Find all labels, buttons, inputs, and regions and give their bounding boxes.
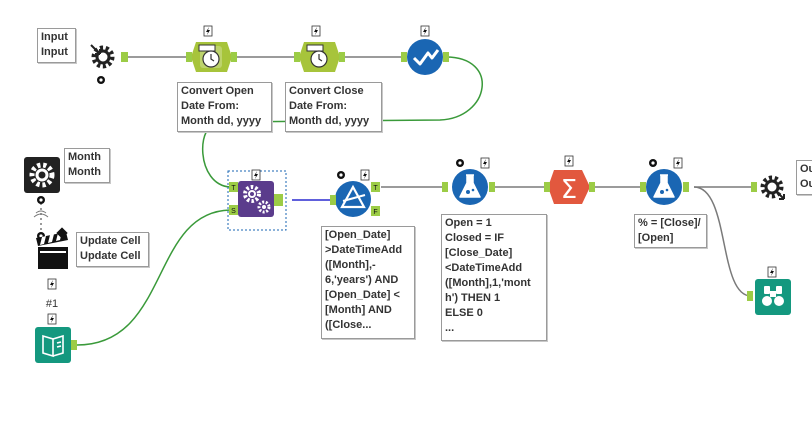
input-anchor-s[interactable]	[229, 205, 238, 215]
clapperboard-icon	[36, 227, 68, 269]
bolt-icon	[420, 25, 430, 37]
datetime-tool-convert-close[interactable]	[294, 25, 345, 72]
output-anchor[interactable]	[443, 52, 449, 62]
input-annotation: Input Input	[37, 28, 76, 63]
bolt-icon	[47, 278, 57, 290]
convert-open-annotation: Convert Open Date From: Month dd, yyyy	[177, 82, 272, 132]
output-anchor[interactable]	[589, 182, 595, 192]
q-badge-icon	[649, 159, 657, 167]
filter-tool[interactable]: T F	[330, 169, 380, 217]
bolt-icon	[673, 157, 683, 169]
bolt-icon	[360, 169, 370, 181]
formula-expression-annotation: Open = 1 Closed = IF [Close_Date] <DateT…	[441, 214, 547, 341]
gears-icon	[243, 185, 271, 214]
checkmark-icon	[412, 49, 440, 66]
gear-icon	[760, 175, 785, 200]
input-data-tool[interactable]	[86, 40, 128, 84]
bolt-icon	[311, 25, 321, 37]
q-badge-icon	[97, 76, 105, 84]
anchor-label-s: S	[231, 208, 236, 215]
select-tool[interactable]	[401, 25, 449, 75]
output-data-tool[interactable]	[751, 175, 785, 200]
q-badge-icon	[337, 171, 345, 179]
bolt-icon	[47, 313, 57, 325]
formula-tool-2[interactable]	[640, 157, 689, 205]
q-badge-icon	[37, 196, 45, 204]
input-anchor[interactable]	[294, 52, 300, 62]
input-anchor[interactable]	[640, 182, 646, 192]
input-anchor[interactable]	[186, 52, 192, 62]
input-anchor-t[interactable]	[229, 182, 238, 192]
binoculars-icon	[762, 286, 784, 306]
output-anchor[interactable]	[339, 52, 345, 62]
gear-icon	[90, 44, 115, 69]
output-anchor-false[interactable]	[371, 206, 380, 216]
q-badge-icon	[456, 159, 464, 167]
input-anchor[interactable]	[747, 291, 753, 301]
bolt-icon	[564, 155, 574, 167]
flask-icon	[459, 174, 481, 198]
input-anchor[interactable]	[751, 182, 757, 192]
browse-tool[interactable]	[747, 266, 791, 315]
lightning-connector-icon	[33, 210, 49, 218]
calendar-clock-icon	[306, 44, 328, 68]
connection-input-file-to-macro-s[interactable]	[76, 209, 231, 346]
bolt-icon	[480, 157, 490, 169]
output-anchor-true[interactable]	[371, 182, 380, 192]
output-anchor[interactable]	[683, 182, 689, 192]
input-anchor[interactable]	[442, 182, 448, 192]
formula2-expression-annotation: % = [Close]/ [Open]	[634, 214, 707, 248]
gear-icon	[29, 162, 55, 188]
bolt-icon	[767, 266, 777, 278]
input-file-tool[interactable]	[35, 327, 77, 363]
connection-select-to-macro-t[interactable]	[202, 56, 483, 188]
anchor-label-t: T	[231, 185, 236, 192]
anchor-label-t: T	[373, 185, 378, 192]
output-anchor[interactable]	[231, 52, 237, 62]
output-anchor[interactable]	[121, 52, 128, 62]
book-icon	[42, 334, 64, 358]
sigma-icon: Σ	[561, 175, 577, 205]
summarize-tool[interactable]: Σ	[544, 155, 595, 205]
filter-expression-annotation: [Open_Date] >DateTimeAdd ([Month],- 6,'y…	[321, 226, 415, 339]
output-annotation: Ou Ou	[796, 160, 812, 195]
input-anchor[interactable]	[401, 52, 407, 62]
calendar-clock-icon	[198, 44, 220, 68]
convert-close-annotation: Convert Close Date From: Month dd, yyyy	[285, 82, 382, 132]
connection-count-label: #1	[46, 298, 58, 310]
dropdown-interface-tool[interactable]	[24, 157, 60, 218]
input-anchor[interactable]	[330, 195, 336, 205]
output-anchor[interactable]	[71, 340, 77, 350]
connection-formula2-to-browse[interactable]	[693, 186, 752, 297]
output-anchor[interactable]	[489, 182, 495, 192]
update-cell-annotation: Update Cell Update Cell	[76, 232, 149, 267]
filter-triangle-icon	[340, 184, 366, 209]
bolt-icon	[251, 169, 261, 181]
macro-tool[interactable]: T S	[227, 169, 287, 231]
formula-tool[interactable]	[442, 157, 495, 205]
month-annotation: Month Month	[64, 148, 110, 183]
action-tool-update-cell[interactable]	[36, 227, 68, 290]
bolt-icon	[203, 25, 213, 37]
anchor-label-f: F	[373, 209, 377, 216]
input-anchor[interactable]	[544, 182, 550, 192]
output-anchor[interactable]	[274, 194, 283, 206]
datetime-tool-convert-open[interactable]	[186, 25, 237, 72]
flask-icon	[653, 174, 675, 198]
